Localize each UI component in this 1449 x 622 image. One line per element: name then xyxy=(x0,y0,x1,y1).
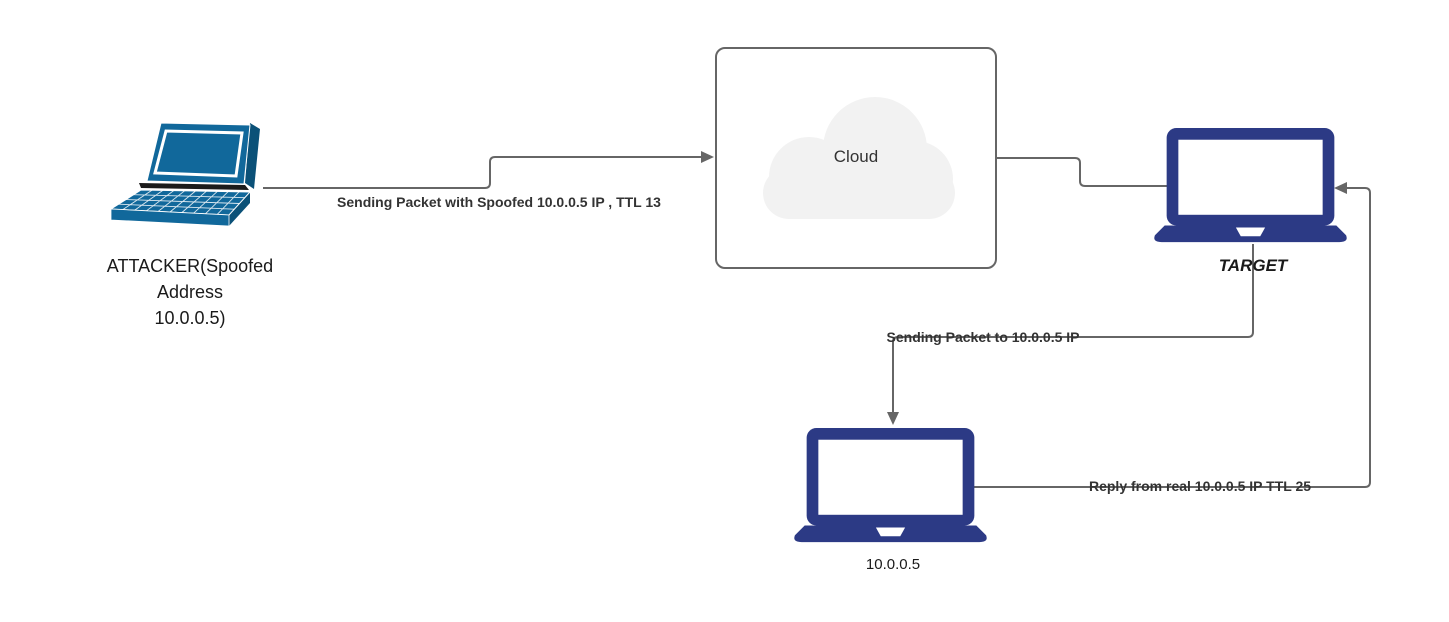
arrowhead-into-target xyxy=(1334,182,1347,194)
attacker-screen-frame xyxy=(153,129,244,178)
arrowhead-into-real-host xyxy=(887,412,899,425)
connector-attacker-to-cloud xyxy=(263,156,701,189)
connector-real-host-to-target xyxy=(973,187,1371,488)
target-laptop-icon xyxy=(1154,128,1347,243)
connector-target-to-real-host xyxy=(892,244,1254,412)
attacker-laptop-icon xyxy=(109,122,260,227)
arrowhead-into-cloud xyxy=(701,151,714,163)
attacker-keyboard-grid xyxy=(118,189,245,215)
edge-label-reply-packet: Reply from real 10.0.0.5 IP TTL 25 xyxy=(1088,478,1312,494)
target-laptop-notch xyxy=(1235,227,1266,237)
attacker-label-line3: 10.0.0.5) xyxy=(154,308,226,328)
connector-cloud-to-target xyxy=(995,157,1174,187)
real-host-laptop-notch xyxy=(875,527,906,537)
cloud-container-box: Cloud xyxy=(715,47,997,269)
attacker-label-line1: ATTACKER(Spoofed xyxy=(106,256,274,276)
real-host-label: 10.0.0.5 xyxy=(865,556,921,573)
target-label: TARGET xyxy=(1218,256,1288,275)
edge-label-spoofed-packet: Sending Packet with Spoofed 10.0.0.5 IP … xyxy=(337,194,661,210)
attacker-label-line2: Address xyxy=(156,282,224,302)
arrowheads xyxy=(701,151,1347,425)
real-host-laptop-screen xyxy=(818,439,963,515)
target-laptop-screen xyxy=(1178,139,1323,215)
cloud-label: Cloud xyxy=(833,147,879,166)
real-host-laptop-icon xyxy=(794,428,987,543)
cloud-icon xyxy=(763,97,955,219)
attacker-laptop-hinge xyxy=(139,183,249,190)
edge-label-sending-packet: Sending Packet to 10.0.0.5 IP xyxy=(886,329,1080,345)
attacker-label: ATTACKER(Spoofed Address 10.0.0.5) xyxy=(107,253,273,331)
connector-strokes xyxy=(263,156,1371,488)
